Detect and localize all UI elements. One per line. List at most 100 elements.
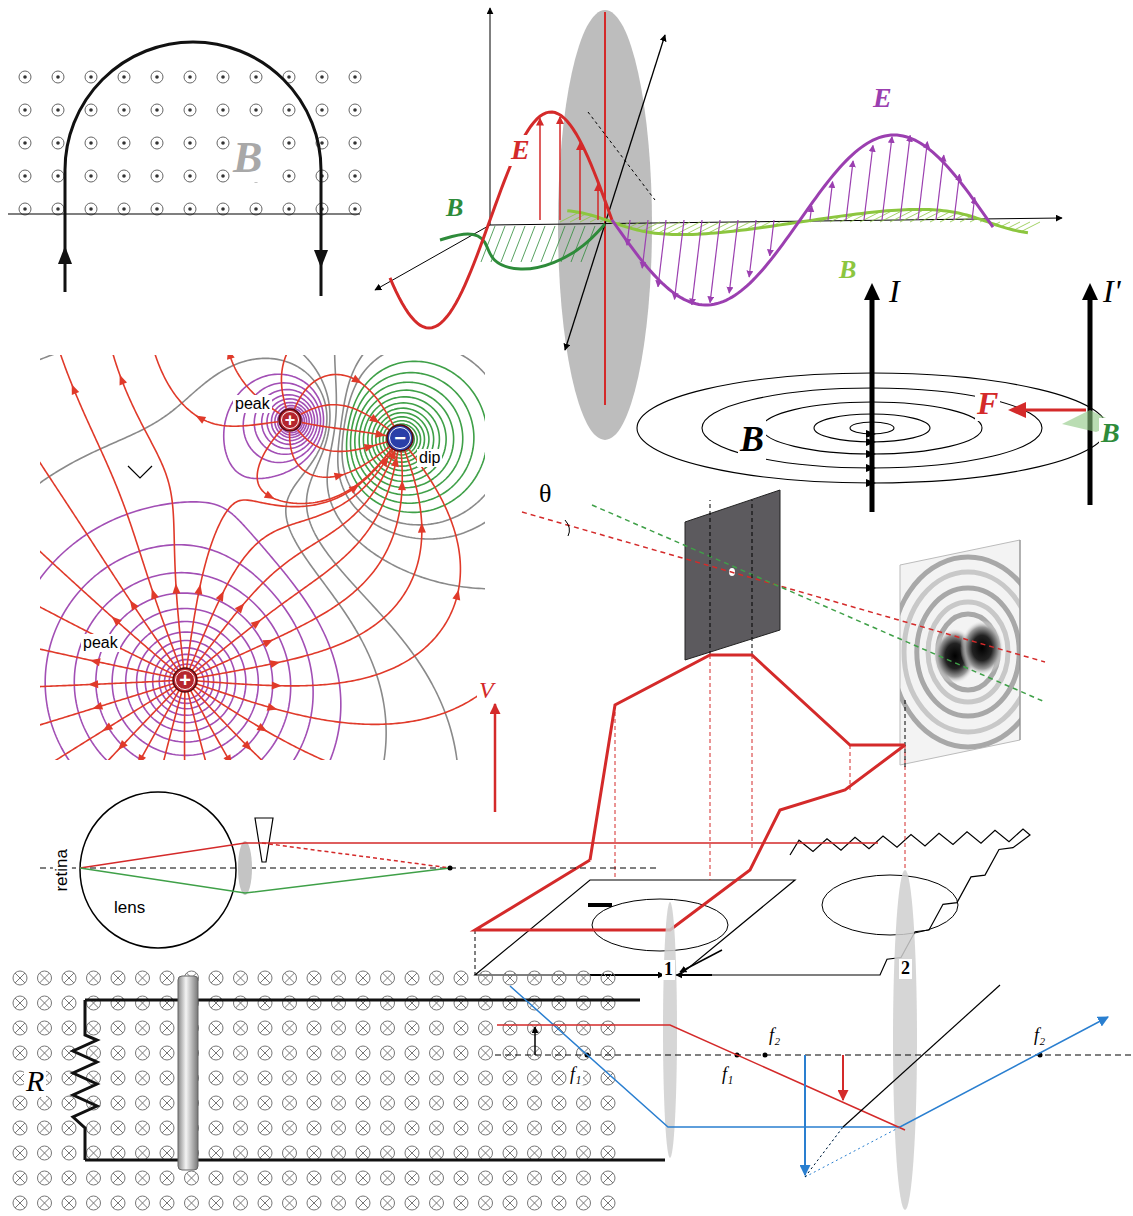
field-in-cross: [260, 1173, 270, 1183]
angle-symbol: θ: [537, 480, 553, 509]
right-angle-mark: [128, 466, 152, 478]
field-in-cross: [554, 1123, 564, 1133]
potential-landscape: [475, 500, 1030, 975]
field-in-cross: [211, 1173, 221, 1183]
field-in-symbol: [62, 1196, 76, 1210]
field-in-symbol: [332, 1096, 346, 1110]
field-in-symbol: [62, 1096, 76, 1110]
field-vector: [674, 220, 684, 299]
field-in-symbol: [258, 971, 272, 985]
field-in-symbol: [283, 1196, 297, 1210]
charge-rim: [390, 428, 411, 449]
field-in-cross: [285, 1198, 295, 1208]
field-line: [197, 445, 460, 686]
callout-number: 2: [899, 959, 912, 979]
field-arrow: [334, 470, 346, 480]
field-in-symbol: [209, 1096, 223, 1110]
field-in-cross: [309, 1123, 319, 1133]
field-in-symbol: [307, 1046, 321, 1060]
two-lens-system: [495, 870, 1133, 1210]
field-out-dot: [122, 207, 126, 211]
field-in-cross: [383, 973, 393, 983]
field-in-cross: [432, 1198, 442, 1208]
wire: [870, 298, 875, 512]
field-in-cross: [15, 1023, 25, 1033]
field-out-symbol: [217, 104, 229, 116]
field-in-symbol: [13, 971, 27, 985]
axis: [490, 8, 491, 225]
field-in-cross: [358, 1023, 368, 1033]
field-in-symbol: [13, 1121, 27, 1135]
hatch: [900, 209, 925, 222]
guide-line: [710, 500, 711, 655]
field-line: [196, 670, 485, 724]
field-in-symbol: [405, 1071, 419, 1085]
field-in-symbol: [381, 1171, 395, 1185]
field-in-symbol: [13, 1196, 27, 1210]
field-in-cross: [89, 1123, 99, 1133]
field-in-symbol: [136, 1196, 150, 1210]
field-symbol: B: [738, 420, 766, 460]
field-in-cross: [89, 1048, 99, 1058]
field-symbol: B: [231, 134, 264, 182]
field-in-cross: [236, 973, 246, 983]
field-in-cross: [432, 1148, 442, 1158]
field-in-cross: [358, 1098, 368, 1108]
field-in-cross: [505, 1198, 515, 1208]
field-in-cross: [334, 1073, 344, 1083]
field-in-symbol: [160, 1046, 174, 1060]
callout-number: 1: [662, 960, 675, 980]
field-out-symbol: [349, 71, 361, 83]
field-in-cross: [64, 998, 74, 1008]
magnetic-field-loop: [8, 42, 361, 296]
aperture-plate: [685, 490, 780, 660]
field-in-cross: [530, 1173, 540, 1183]
field-in-cross: [554, 1073, 564, 1083]
field-in-symbol: [111, 996, 125, 1010]
field-in-symbol: [479, 1046, 493, 1060]
field-in-cross: [554, 1048, 564, 1058]
field-in-cross: [432, 973, 442, 983]
ray: [80, 843, 878, 868]
field-in-symbol: [136, 996, 150, 1010]
potential-label: dip: [417, 449, 442, 467]
field-arrow: [272, 682, 282, 690]
field-in-cross: [309, 1048, 319, 1058]
field-line: [150, 355, 278, 426]
field-out-dot: [188, 75, 192, 79]
field-in-cross: [40, 973, 50, 983]
field-in-cross: [40, 1023, 50, 1033]
field-in-symbol: [111, 1196, 125, 1210]
field-in-symbol: [258, 996, 272, 1010]
field-in-symbol: [160, 1071, 174, 1085]
hatch: [1014, 222, 1030, 230]
field-out-symbol: [52, 71, 64, 83]
field-out-symbol: [85, 203, 97, 215]
field-in-symbol: [552, 1196, 566, 1210]
field-in-cross: [407, 1123, 417, 1133]
field-out-symbol: [52, 104, 64, 116]
hatch: [920, 211, 942, 222]
field-out-symbol: [250, 203, 262, 215]
field-out-dot: [56, 174, 60, 178]
field-in-symbol: [503, 1146, 517, 1160]
diffraction-ring: [892, 557, 1044, 747]
field-out-symbol: [118, 71, 130, 83]
field-in-symbol: [577, 1196, 591, 1210]
field-in-symbol: [209, 996, 223, 1010]
field-in-symbol: [258, 1021, 272, 1035]
field-in-symbol: [111, 1121, 125, 1135]
field-in-symbol: [258, 1071, 272, 1085]
field-in-symbol: [136, 1021, 150, 1035]
field-in-cross: [603, 1148, 613, 1158]
field-line: [187, 445, 395, 668]
equipotential: [40, 355, 485, 760]
field-in-symbol: [87, 1171, 101, 1185]
field-out-symbol: [349, 137, 361, 149]
field-in-symbol: [528, 1146, 542, 1160]
field-out-dot: [122, 174, 126, 178]
equipotential: [40, 355, 485, 760]
field-in-cross: [383, 1148, 393, 1158]
field-out-dot: [23, 141, 27, 145]
